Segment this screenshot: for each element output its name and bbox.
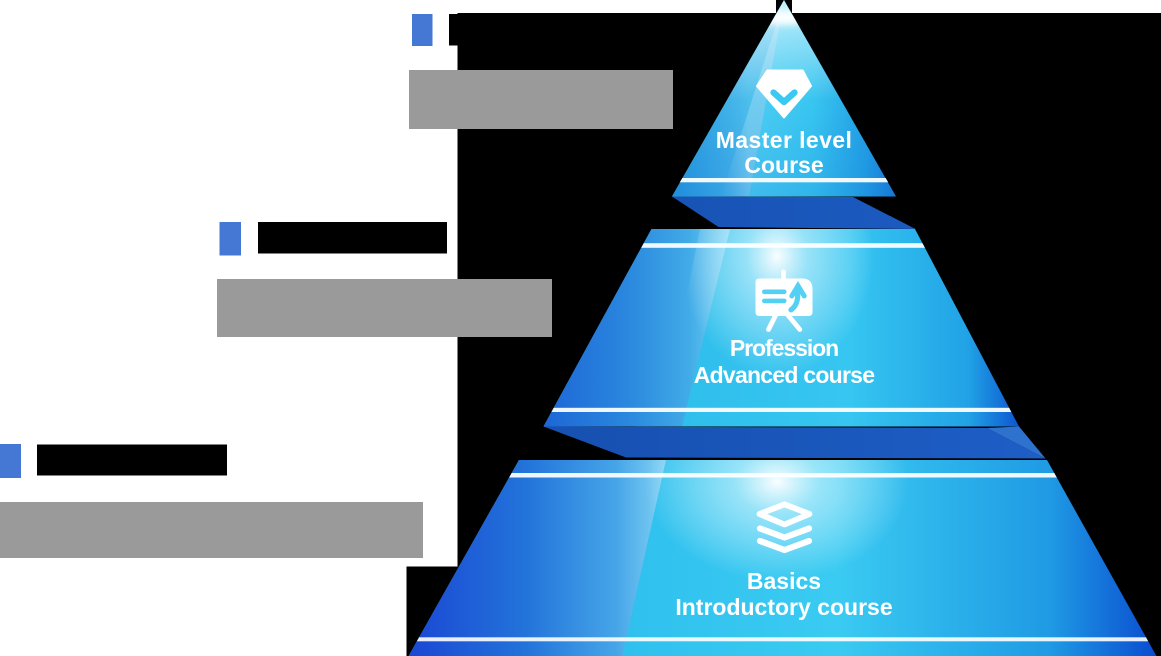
svg-text:Introductory course: Introductory course: [675, 594, 892, 620]
svg-text:Course: Course: [744, 152, 823, 178]
svg-text:Basics: Basics: [747, 568, 821, 594]
svg-text:Advanced course: Advanced course: [694, 362, 875, 388]
svg-text:Profession: Profession: [730, 335, 838, 361]
svg-text:Master level: Master level: [716, 127, 853, 153]
